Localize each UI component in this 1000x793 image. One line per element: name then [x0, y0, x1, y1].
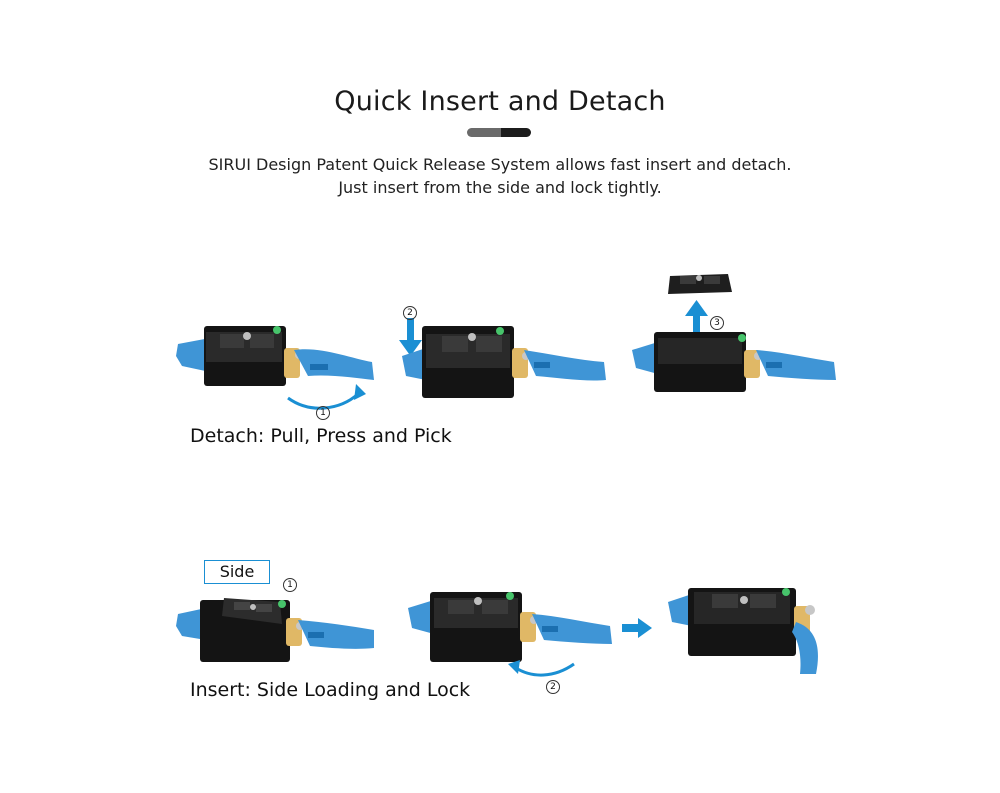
underline-dark-segment [501, 128, 531, 137]
detach-step-3-number: 3 [710, 316, 724, 330]
insert-caption: Insert: Side Loading and Lock [190, 679, 471, 701]
detach-step3-illustration [632, 274, 836, 392]
insert-step-2-number: 2 [546, 680, 560, 694]
title-underline [467, 128, 531, 137]
subtitle-line-2: Just insert from the side and lock tight… [338, 178, 662, 197]
detach-step1-illustration [176, 326, 374, 410]
insert-step-1-number: 1 [283, 578, 297, 592]
subtitle-line-1: SIRUI Design Patent Quick Release System… [208, 155, 792, 174]
insert-step1-illustration [176, 598, 374, 662]
subtitle: SIRUI Design Patent Quick Release System… [0, 153, 1000, 199]
side-label: Side [204, 560, 270, 584]
detach-step-1-number: 1 [316, 406, 330, 420]
insert-step2-illustration [408, 592, 612, 677]
detach-step2-illustration [399, 318, 606, 398]
detach-caption: Detach: Pull, Press and Pick [190, 425, 452, 447]
detach-step-2-number: 2 [403, 306, 417, 320]
right-arrow-icon [622, 618, 652, 638]
underline-light-segment [467, 128, 501, 137]
insert-locked-illustration [668, 588, 818, 674]
page-title: Quick Insert and Detach [334, 86, 666, 117]
